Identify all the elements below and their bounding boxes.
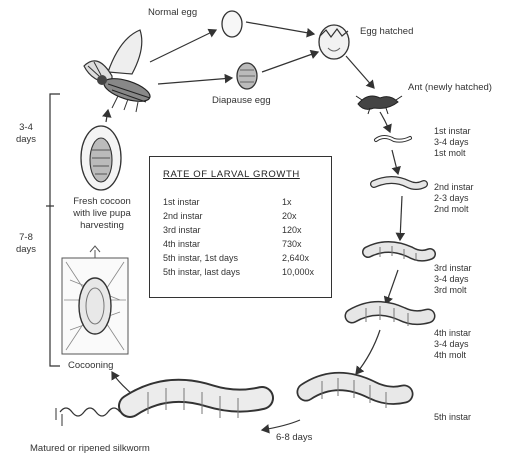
cocooning-illustration bbox=[62, 246, 128, 354]
stage-5-name: 5th instar bbox=[434, 412, 471, 423]
arrow-moth-to-diapause-egg bbox=[158, 78, 232, 84]
stage-1-duration: 3-4 days bbox=[434, 137, 471, 148]
moth-illustration bbox=[84, 30, 153, 112]
larva-4th-instar bbox=[352, 306, 428, 326]
stage-2nd-instar: 2nd instar 2-3 days 2nd molt bbox=[434, 182, 474, 215]
larva-2nd-instar bbox=[374, 180, 424, 186]
arrow-1st-to-2nd-instar bbox=[392, 150, 398, 174]
arrow-5th-to-matured bbox=[262, 420, 300, 430]
stage-1-molt: 1st molt bbox=[434, 148, 471, 159]
growth-row-4-stage: 4th instar bbox=[163, 239, 200, 249]
stage-3-molt: 3rd molt bbox=[434, 285, 472, 296]
growth-row-2-value: 20x bbox=[282, 211, 297, 221]
hatched-egg-illustration bbox=[319, 25, 349, 59]
newly-hatched-ant-illustration bbox=[356, 96, 402, 114]
arrow-normal-egg-to-hatched bbox=[246, 22, 314, 34]
fresh-cocoon-illustration bbox=[81, 126, 121, 190]
duration-6-8-days: 6-8 days bbox=[276, 432, 312, 444]
larva-1st-instar bbox=[376, 137, 410, 141]
matured-silkworm-illustration bbox=[56, 388, 262, 426]
growth-row-5-value: 2,640x bbox=[282, 253, 309, 263]
larval-growth-table: RATE OF LARVAL GROWTH 1st instar 1x 2nd … bbox=[149, 156, 332, 298]
diapause-egg-label: Diapause egg bbox=[212, 95, 271, 107]
cocooning-label: Cocooning bbox=[68, 360, 113, 372]
growth-row-4-value: 730x bbox=[282, 239, 302, 249]
fresh-cocoon-line-3: harvesting bbox=[56, 220, 148, 232]
growth-row-3-stage: 3rd instar bbox=[163, 225, 201, 235]
arrow-moth-to-normal-egg bbox=[150, 30, 216, 62]
duration-7-8-value: 7-8 bbox=[6, 232, 46, 244]
normal-egg-illustration bbox=[222, 11, 242, 37]
duration-3-4-unit: days bbox=[6, 134, 46, 146]
arrow-diapause-egg-to-hatched bbox=[262, 52, 318, 72]
arrow-ant-to-1st-instar bbox=[380, 112, 390, 132]
fresh-cocoon-label: Fresh cocoon with live pupa harvesting bbox=[56, 196, 148, 232]
growth-row-1-stage: 1st instar bbox=[163, 197, 200, 207]
egg-hatched-label: Egg hatched bbox=[360, 26, 413, 38]
normal-egg-label: Normal egg bbox=[148, 7, 197, 19]
duration-3-4-value: 3-4 bbox=[6, 122, 46, 134]
arrow-hatched-to-ant bbox=[346, 56, 374, 88]
stage-4-name: 4th instar bbox=[434, 328, 471, 339]
growth-row-1-value: 1x bbox=[282, 197, 292, 207]
stage-1st-instar: 1st instar 3-4 days 1st molt bbox=[434, 126, 471, 159]
stage-2-duration: 2-3 days bbox=[434, 193, 474, 204]
growth-row-3-value: 120x bbox=[282, 225, 302, 235]
growth-row-5-stage: 5th instar, 1st days bbox=[163, 253, 238, 263]
fresh-cocoon-line-1: Fresh cocoon bbox=[56, 196, 148, 208]
growth-table-title: RATE OF LARVAL GROWTH bbox=[163, 169, 300, 180]
growth-row-6-value: 10,000x bbox=[282, 267, 314, 277]
stage-5th-instar: 5th instar bbox=[434, 412, 471, 423]
stage-3rd-instar: 3rd instar 3-4 days 3rd molt bbox=[434, 263, 472, 296]
duration-3-4-days: 3-4 days bbox=[6, 122, 46, 146]
stage-4-duration: 3-4 days bbox=[434, 339, 471, 350]
growth-row-2-stage: 2nd instar bbox=[163, 211, 203, 221]
arrow-2nd-to-3rd-instar bbox=[400, 196, 402, 240]
larva-5th-instar bbox=[306, 378, 404, 408]
arrow-3rd-to-4th-instar bbox=[386, 270, 398, 304]
stage-2-name: 2nd instar bbox=[434, 182, 474, 193]
stage-1-name: 1st instar bbox=[434, 126, 471, 137]
fresh-cocoon-line-2: with live pupa bbox=[56, 208, 148, 220]
stage-4-molt: 4th molt bbox=[434, 350, 471, 361]
arrow-matured-to-cocooning bbox=[112, 372, 132, 394]
diapause-egg-illustration bbox=[237, 63, 257, 89]
duration-7-8-days: 7-8 days bbox=[6, 232, 46, 256]
growth-row-6-stage: 5th instar, last days bbox=[163, 267, 240, 277]
stage-3-duration: 3-4 days bbox=[434, 274, 472, 285]
ant-label: Ant (newly hatched) bbox=[408, 82, 492, 94]
stage-2-molt: 2nd molt bbox=[434, 204, 474, 215]
matured-silkworm-label: Matured or ripened silkworm bbox=[30, 443, 150, 455]
arrow-4th-to-5th-instar bbox=[356, 330, 380, 374]
duration-7-8-unit: days bbox=[6, 244, 46, 256]
larva-3rd-instar bbox=[368, 246, 430, 261]
arrow-cocoon-to-moth bbox=[106, 110, 108, 122]
stage-4th-instar: 4th instar 3-4 days 4th molt bbox=[434, 328, 471, 361]
stage-3-name: 3rd instar bbox=[434, 263, 472, 274]
